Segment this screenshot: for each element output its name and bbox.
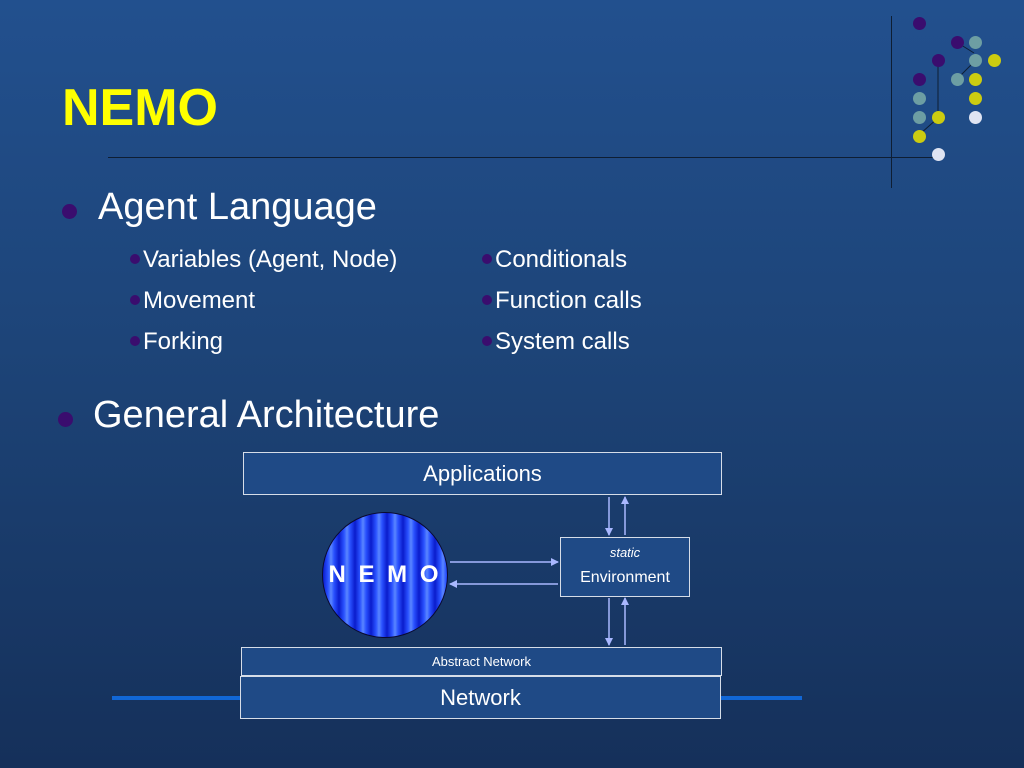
list-item: Conditionals bbox=[482, 246, 627, 274]
list-bullet bbox=[482, 294, 492, 305]
decor-dot bbox=[913, 17, 926, 30]
corner-divider bbox=[891, 16, 892, 188]
list-bullet bbox=[130, 335, 140, 346]
decor-dot bbox=[969, 111, 982, 124]
decor-dot bbox=[951, 73, 964, 86]
environment-note: static bbox=[609, 545, 641, 560]
decor-dot bbox=[913, 130, 926, 143]
section-bullet bbox=[62, 204, 77, 219]
decor-dot bbox=[932, 54, 945, 67]
decor-dot bbox=[969, 92, 982, 105]
decor-dot bbox=[932, 148, 945, 161]
section-bullet bbox=[58, 412, 73, 427]
list-bullet bbox=[130, 294, 140, 305]
list-bullet bbox=[482, 335, 492, 346]
applications-box: Applications bbox=[243, 452, 722, 495]
environment-box: static Environment bbox=[560, 537, 690, 597]
list-item: Forking bbox=[130, 328, 223, 356]
decor-dot bbox=[913, 111, 926, 124]
network-box: Network bbox=[240, 676, 721, 719]
decor-dot bbox=[913, 92, 926, 105]
list-bullet bbox=[482, 253, 492, 264]
decor-dot bbox=[969, 54, 982, 67]
decor-dot bbox=[951, 36, 964, 49]
slide-title: NEMO bbox=[62, 79, 218, 137]
decor-dot bbox=[988, 54, 1001, 67]
decor-dot bbox=[913, 73, 926, 86]
list-item: Function calls bbox=[482, 287, 642, 315]
list-item: Movement bbox=[130, 287, 255, 315]
section-heading-general-architecture: General Architecture bbox=[93, 394, 440, 436]
abstract-network-box: Abstract Network bbox=[241, 647, 722, 676]
list-item: System calls bbox=[482, 328, 630, 356]
decor-dot bbox=[932, 111, 945, 124]
decor-dot bbox=[969, 73, 982, 86]
decor-dot bbox=[969, 36, 982, 49]
list-item: Variables (Agent, Node) bbox=[130, 246, 397, 274]
list-bullet bbox=[130, 253, 140, 264]
section-heading-agent-language: Agent Language bbox=[98, 186, 377, 228]
nemo-circle: N E M O bbox=[322, 512, 448, 638]
title-divider bbox=[108, 157, 938, 158]
environment-label: Environment bbox=[580, 569, 670, 586]
